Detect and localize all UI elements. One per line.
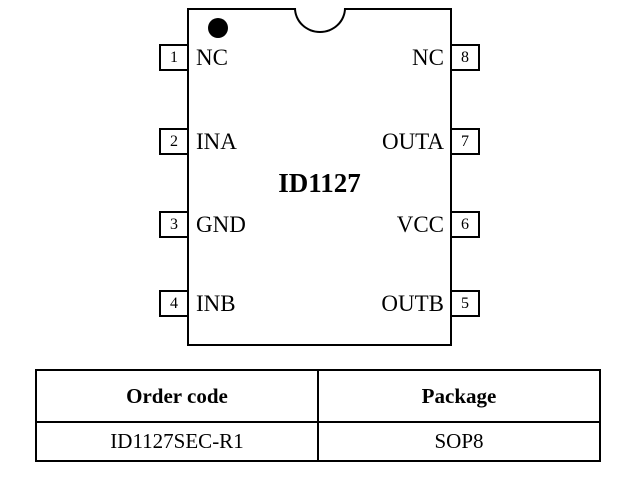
pin-6-number: 6: [461, 215, 469, 233]
order-code-header: Order code: [35, 369, 319, 423]
pin-8-label: NC: [412, 45, 444, 70]
pin1-indicator-dot-icon: [208, 18, 228, 38]
pin-3-label: GND: [196, 212, 246, 237]
package-value: SOP8: [317, 421, 601, 462]
pin-3-number: 3: [170, 215, 178, 233]
order-code-value: ID1127SEC-R1: [35, 421, 319, 462]
package-header: Package: [317, 369, 601, 423]
order-table-header-row: Order code Package: [35, 369, 601, 423]
pin-7-number: 7: [461, 132, 469, 150]
pin-7-box: 7: [450, 128, 480, 155]
pin-6-label: VCC: [396, 212, 444, 237]
pin-4-box: 4: [159, 290, 189, 317]
pin-5-number: 5: [461, 294, 469, 312]
pin-4-label: INB: [196, 291, 236, 316]
pin-1-number: 1: [170, 48, 178, 66]
pin-8-box: 8: [450, 44, 480, 71]
pin-1-box: 1: [159, 44, 189, 71]
pin-2-label: INA: [196, 129, 237, 154]
pin-5-box: 5: [450, 290, 480, 317]
pin-7-label: OUTA: [381, 129, 444, 154]
chip-notch-icon: [293, 8, 346, 33]
chip-name: ID1127: [278, 168, 361, 198]
order-table: Order code Package ID1127SEC-R1 SOP8: [35, 369, 601, 462]
pin-5-label: OUTB: [381, 291, 444, 316]
pin-2-box: 2: [159, 128, 189, 155]
order-table-row: ID1127SEC-R1 SOP8: [35, 421, 601, 462]
chip-body: ID1127: [187, 8, 452, 346]
pin-2-number: 2: [170, 132, 178, 150]
pin-6-box: 6: [450, 211, 480, 238]
pin-1-label: NC: [196, 45, 228, 70]
pin-4-number: 4: [170, 294, 178, 312]
pin-8-number: 8: [461, 48, 469, 66]
pin-3-box: 3: [159, 211, 189, 238]
